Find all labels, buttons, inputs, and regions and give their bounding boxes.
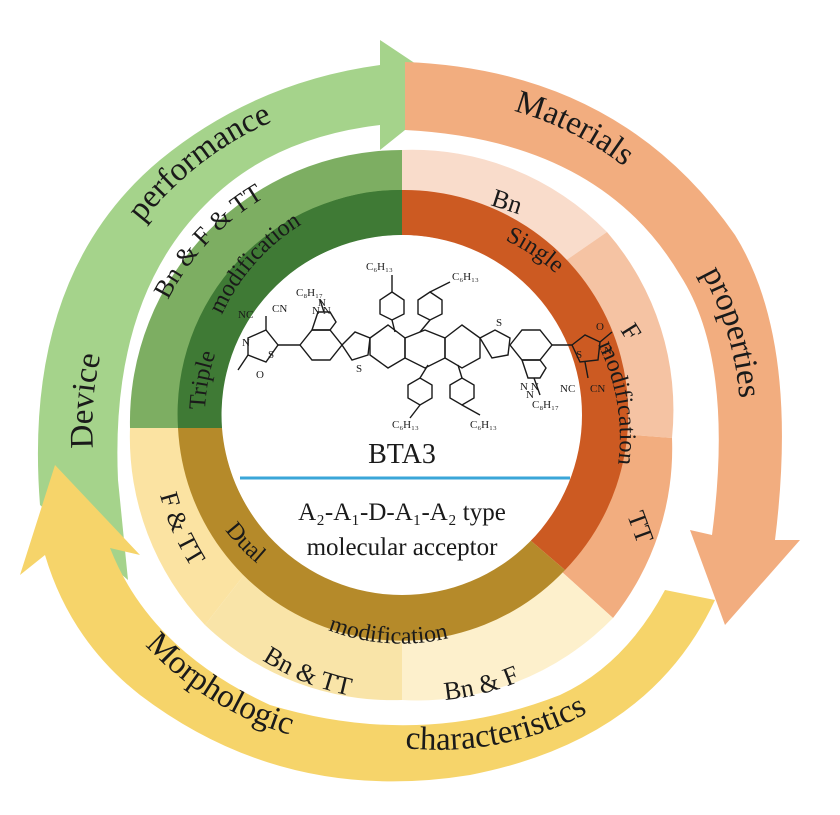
chem-nc-left: NC: [238, 309, 253, 321]
left-thiazolidine-ring: [247, 329, 279, 363]
chem-o-right: O: [596, 321, 604, 333]
outer-ring: [20, 40, 800, 782]
molecule-name: BTA3: [368, 439, 436, 470]
left-ethyl-bond: [237, 354, 249, 371]
c8-bottom-bond: [533, 377, 541, 396]
chain-br: [461, 404, 481, 416]
materials-properties-arrow: [405, 62, 800, 625]
chem-c6-3: C₆H₁₃: [392, 419, 419, 431]
chem-c8-bottom: C₈H₁₇: [532, 399, 559, 411]
segment-dual-modification: [178, 428, 565, 641]
chem-c6-1: C₆H₁₃: [366, 261, 393, 273]
morphologic-characteristics-arrow: [20, 465, 715, 782]
chem-s-right: S: [576, 349, 582, 361]
chem-s-core-left: S: [356, 363, 362, 375]
right-dicyano-bond: [584, 361, 589, 379]
right-ethyl-bond: [599, 331, 613, 343]
chem-n-right: N: [604, 345, 612, 357]
segment-f-tt: [129, 428, 248, 625]
chem-cn-right: CN: [590, 383, 605, 395]
core-right-ring: [444, 324, 481, 369]
chain-tr: [429, 281, 451, 293]
segment-tt: [562, 433, 673, 618]
chem-triazole-left-b: N: [318, 297, 326, 309]
bond-tl: [391, 319, 396, 333]
segment-bn-f: [402, 572, 613, 701]
segment-bn-tt: [205, 570, 402, 701]
chem-s-left: S: [268, 349, 274, 361]
chem-c6-2: C₆H₁₃: [452, 271, 479, 283]
segment-bn: [402, 149, 607, 270]
chem-c8-top: C₈H₁₇: [296, 287, 323, 299]
bond-tr: [419, 319, 431, 333]
bond-br: [457, 364, 463, 379]
chem-nc-right: NC: [560, 383, 575, 395]
chem-triazole-right-b: N: [526, 389, 534, 401]
c8-top-bond: [319, 299, 325, 313]
chain-bl: [409, 404, 421, 419]
acceptor-type-line-1: A₂-A₁-D-A₁-A₂ type: [298, 499, 506, 526]
left-thiophene-ring: [341, 331, 371, 361]
chem-cn-left: CN: [272, 303, 287, 315]
acceptor-type-line-2: molecular acceptor: [307, 534, 499, 561]
right-thiophene-ring: [479, 329, 511, 359]
center-disc: [222, 235, 582, 595]
chem-n-left: N: [242, 337, 250, 349]
right-thiazolidine-ring: [571, 334, 601, 363]
chem-c6-4: C₆H₁₃: [470, 419, 497, 431]
left-triazole-ring: [311, 311, 337, 331]
chemical-structure: NC CN S N O C₈H₁₇ N N N S C₆H₁₃ C₆H₁₃ S …: [237, 261, 613, 431]
segment-triple-modification-fill: [177, 189, 402, 428]
chem-s-core-right: S: [496, 317, 502, 329]
chem-triazole-right: N N: [520, 381, 539, 393]
bond-bl: [419, 364, 429, 379]
chem-o-left: O: [256, 369, 264, 381]
chem-triazole-left: N N: [312, 305, 331, 317]
right-triazole-ring: [521, 359, 547, 379]
